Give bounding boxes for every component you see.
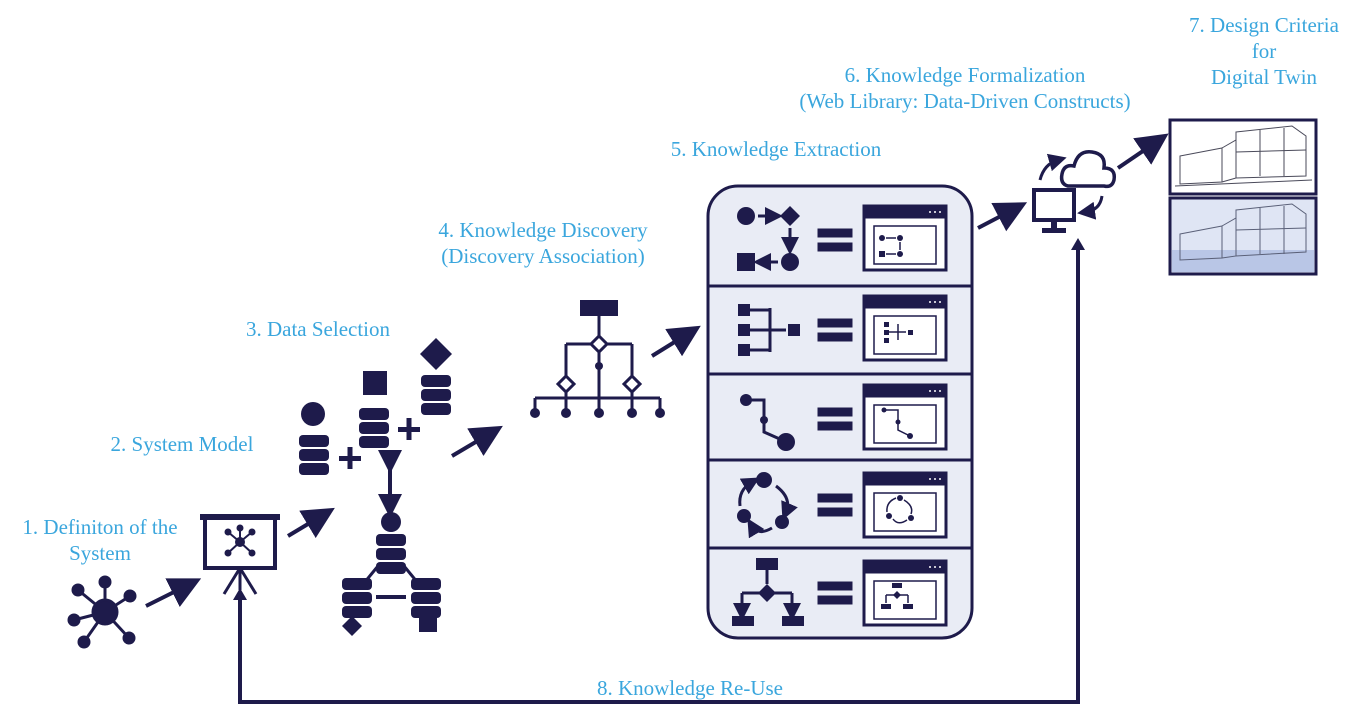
building-model-image [1168, 118, 1318, 276]
hierarchy-tree-icon [530, 300, 665, 418]
construct-panel [706, 184, 974, 640]
cloud-computer-icon [1032, 150, 1117, 233]
decision-construct [732, 558, 948, 627]
step-6-label: 6. Knowledge Formalization(Web Library: … [799, 63, 1131, 113]
step-5-label: 5. Knowledge Extraction [670, 137, 882, 161]
step-3-label: 3. Data Selection [245, 317, 391, 341]
database-merge-icon [342, 450, 441, 636]
cycle-construct [737, 471, 948, 539]
step-4-label: 4. Knowledge Discovery(Discovery Associa… [438, 218, 648, 268]
network-icon [67, 575, 137, 649]
flow-arrows [145, 133, 1169, 608]
step-8-label: 8. Knowledge Re-Use [596, 676, 784, 700]
fork-construct [738, 294, 948, 362]
step-2-label: 2. System Model [110, 432, 254, 456]
feedback-loop-arrow [233, 238, 1085, 704]
sequence-construct [737, 204, 948, 272]
presentation-board-icon [200, 514, 280, 595]
connector-construct [740, 383, 948, 451]
database-combination-icon [299, 338, 452, 475]
